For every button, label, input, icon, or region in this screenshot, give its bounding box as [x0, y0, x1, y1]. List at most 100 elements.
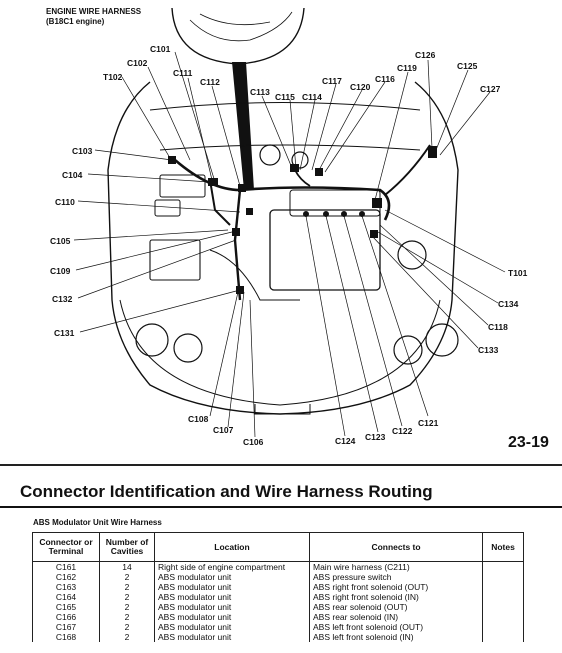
- callout-c120: C120: [350, 82, 371, 92]
- cell-notes: [482, 592, 524, 602]
- callout-c113: C113: [250, 87, 270, 97]
- callout-c105: C105: [50, 236, 71, 246]
- cell-connector: C162: [32, 572, 100, 582]
- header-location: Location: [154, 532, 310, 562]
- table-row: C168 2 ABS modulator unit ABS left front…: [32, 632, 524, 642]
- engine-block: [269, 209, 381, 291]
- callout-c134: C134: [498, 299, 519, 309]
- callout-t101: T101: [508, 268, 528, 278]
- cell-cavities: 2: [99, 632, 155, 642]
- harness-title-line1: ENGINE WIRE HARNESS: [46, 7, 142, 16]
- harness-bundle: [174, 159, 391, 221]
- callout-c107: C107: [213, 425, 234, 435]
- headlight-right-inner: [393, 335, 423, 365]
- header-connects-to: Connects to: [309, 532, 483, 562]
- table-row: C163 2 ABS modulator unit ABS right fron…: [32, 582, 524, 592]
- battery: [149, 239, 201, 281]
- cell-cavities: 2: [99, 602, 155, 612]
- detail-magnifier: [171, 7, 305, 65]
- table-row: C166 2 ABS modulator unit ABS rear solen…: [32, 612, 524, 622]
- callout-c119: C119: [397, 63, 417, 73]
- table-row: C164 2 ABS modulator unit ABS right fron…: [32, 592, 524, 602]
- callout-c131: C131: [54, 328, 75, 338]
- callout-c123: C123: [365, 432, 386, 442]
- cell-notes: [482, 632, 524, 642]
- callout-t102: T102: [103, 72, 123, 82]
- cell-location: ABS modulator unit: [154, 622, 310, 632]
- cell-connector: C163: [32, 582, 100, 592]
- harness-title: ENGINE WIRE HARNESS (B18C1 engine): [46, 7, 141, 27]
- cell-cavities: 14: [99, 561, 155, 572]
- cell-location: ABS modulator unit: [154, 592, 310, 602]
- cell-location: ABS modulator unit: [154, 582, 310, 592]
- cell-notes: [482, 582, 524, 592]
- cell-location: ABS modulator unit: [154, 612, 310, 622]
- table-row: C161 14 Right side of engine compartment…: [32, 561, 524, 572]
- cell-connects-to: ABS right front solenoid (OUT): [309, 582, 483, 592]
- cell-notes: [482, 622, 524, 632]
- cell-connector: C168: [32, 632, 100, 642]
- callout-c116: C116: [375, 74, 395, 84]
- cell-location: Right side of engine compartment: [154, 561, 310, 572]
- callout-c109: C109: [50, 266, 71, 276]
- callout-c118: C118: [488, 322, 508, 332]
- cell-connector: C161: [32, 561, 100, 572]
- cell-connects-to: ABS right front solenoid (IN): [309, 592, 483, 602]
- cell-notes: [482, 572, 524, 582]
- cell-location: ABS modulator unit: [154, 632, 310, 642]
- callout-c122: C122: [392, 426, 413, 436]
- callout-c103: C103: [72, 146, 93, 156]
- cell-location: ABS modulator unit: [154, 572, 310, 582]
- callout-c125: C125: [457, 61, 478, 71]
- cell-connector: C165: [32, 602, 100, 612]
- callout-c110: C110: [55, 197, 75, 207]
- callout-c132: C132: [52, 294, 73, 304]
- cell-cavities: 2: [99, 622, 155, 632]
- callout-c126: C126: [415, 50, 436, 60]
- callout-c104: C104: [62, 170, 83, 180]
- engine-harness-diagram: ENGINE WIRE HARNESS (B18C1 engine) C101 …: [46, 7, 549, 451]
- cell-connects-to: ABS pressure switch: [309, 572, 483, 582]
- table-header-row: Connector or Terminal Number of Cavities…: [32, 532, 524, 562]
- callout-c106: C106: [243, 437, 264, 447]
- cell-connects-to: ABS rear solenoid (IN): [309, 612, 483, 622]
- table-row: C165 2 ABS modulator unit ABS rear solen…: [32, 602, 524, 612]
- section-rule: [0, 506, 562, 508]
- cell-cavities: 2: [99, 582, 155, 592]
- callout-c115: C115: [275, 92, 295, 102]
- headlight-left-inner: [173, 333, 203, 363]
- page-separator: [0, 464, 562, 466]
- cell-cavities: 2: [99, 612, 155, 622]
- header-cavities: Number of Cavities: [99, 532, 155, 562]
- callout-c101: C101: [150, 44, 171, 54]
- table-title: ABS Modulator Unit Wire Harness: [33, 518, 162, 527]
- magnifier-beam: [232, 62, 254, 190]
- callout-c108: C108: [188, 414, 209, 424]
- cell-notes: [482, 602, 524, 612]
- connector-table: Connector or Terminal Number of Cavities…: [32, 532, 524, 642]
- page-number: 23-19: [508, 434, 549, 451]
- cell-connector: C164: [32, 592, 100, 602]
- callout-c102: C102: [127, 58, 148, 68]
- callout-c127: C127: [480, 84, 501, 94]
- header-notes: Notes: [482, 532, 524, 562]
- cell-cavities: 2: [99, 592, 155, 602]
- callout-c124: C124: [335, 436, 356, 446]
- cell-connects-to: ABS rear solenoid (OUT): [309, 602, 483, 612]
- section-title: Connector Identification and Wire Harnes…: [20, 482, 433, 501]
- callout-c121: C121: [418, 418, 439, 428]
- table-row: C167 2 ABS modulator unit ABS left front…: [32, 622, 524, 632]
- callout-c117: C117: [322, 76, 342, 86]
- table-row: C162 2 ABS modulator unit ABS pressure s…: [32, 572, 524, 582]
- cell-connects-to: Main wire harness (C211): [309, 561, 483, 572]
- callout-c111: C111: [173, 68, 193, 78]
- harness-title-line2: (B18C1 engine): [46, 17, 105, 26]
- callout-c133: C133: [478, 345, 499, 355]
- callout-c114: C114: [302, 92, 322, 102]
- cell-notes: [482, 561, 524, 572]
- cell-notes: [482, 612, 524, 622]
- cell-connector: C166: [32, 612, 100, 622]
- header-connector: Connector or Terminal: [32, 532, 100, 562]
- cell-connector: C167: [32, 622, 100, 632]
- headlight-left-outer: [135, 323, 169, 357]
